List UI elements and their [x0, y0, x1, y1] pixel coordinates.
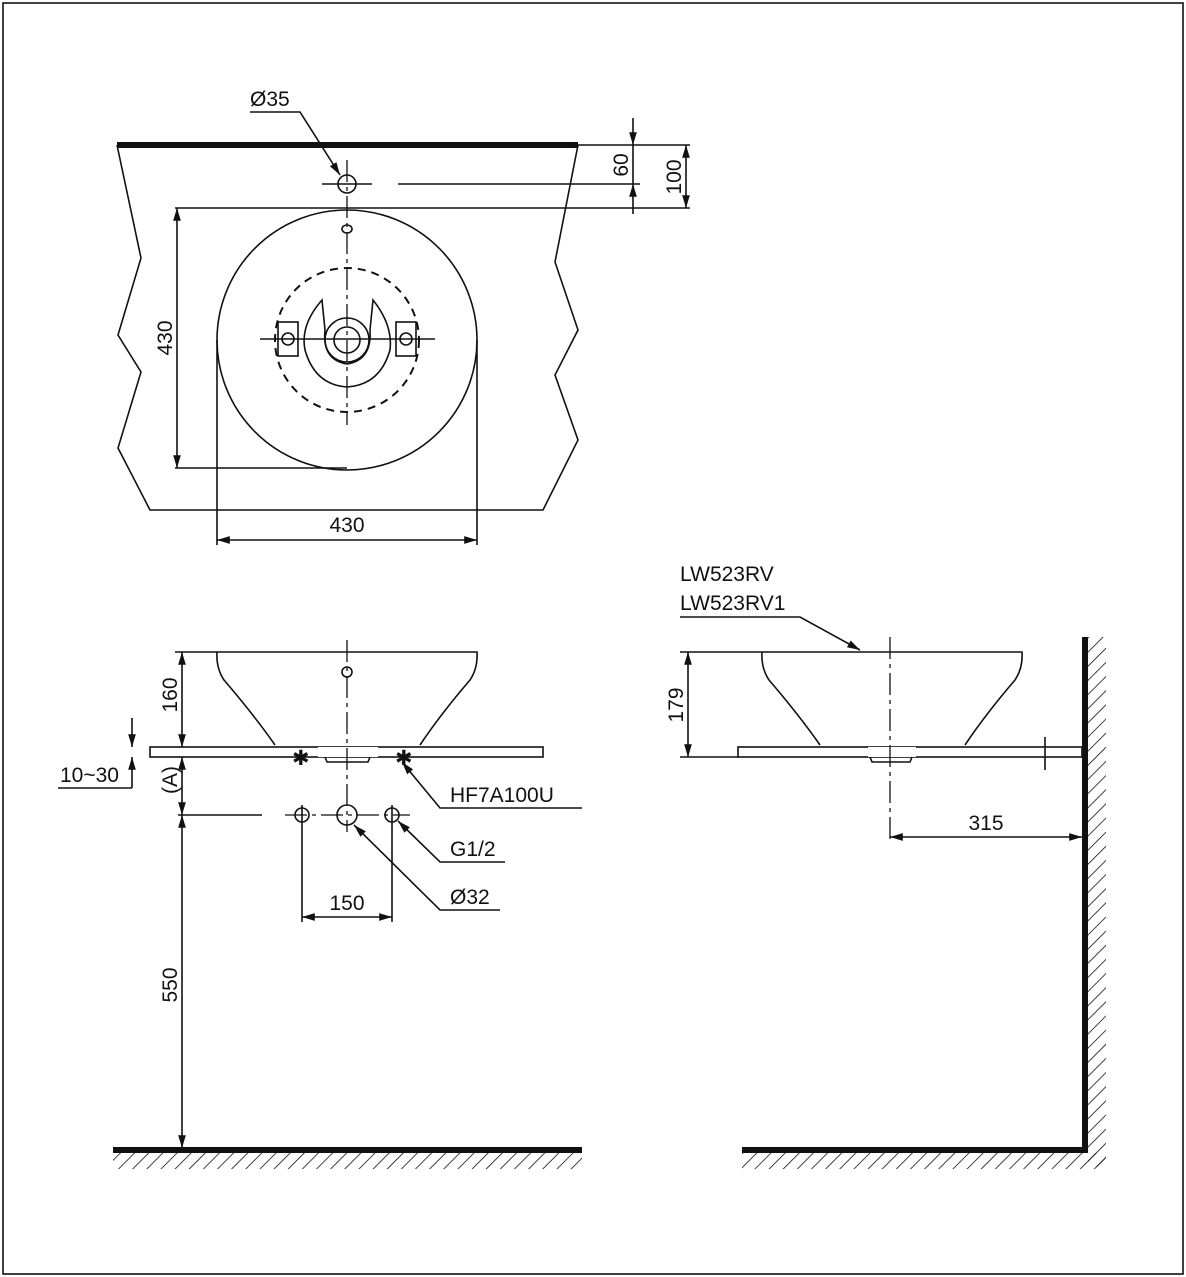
dim-width: 430: [329, 514, 364, 537]
label-supply: G1/2: [450, 838, 496, 861]
model-1: LW523RV: [680, 563, 774, 586]
dim-height: 160: [159, 677, 182, 712]
dim-60: 60: [610, 153, 633, 176]
label-drain: Ø32: [450, 886, 490, 909]
svg-text:✱: ✱: [395, 747, 413, 770]
top-view: 430 430 60 100 Ø35: [116, 88, 690, 545]
svg-text:✱: ✱: [292, 747, 310, 770]
label-fitting: HF7A100U: [450, 784, 554, 807]
side-view: 179 315 LW523RV LW523RV1: [665, 563, 1106, 1169]
dim-a: (A): [159, 766, 182, 794]
front-view: ✱ ✱ 160 (A) 550 10~30 150 HF7A100U G1/2 Ø…: [58, 640, 582, 1169]
dim-100: 100: [663, 159, 686, 194]
dim-floor: 550: [159, 967, 182, 1002]
dim-wall: 315: [968, 812, 1003, 835]
model-2: LW523RV1: [680, 592, 785, 615]
dim-height: 179: [665, 687, 688, 722]
dim-depth: 430: [154, 320, 177, 355]
dim-spacing: 150: [329, 892, 364, 915]
label-tap-hole: Ø35: [250, 88, 290, 111]
dim-counter: 10~30: [60, 764, 119, 787]
